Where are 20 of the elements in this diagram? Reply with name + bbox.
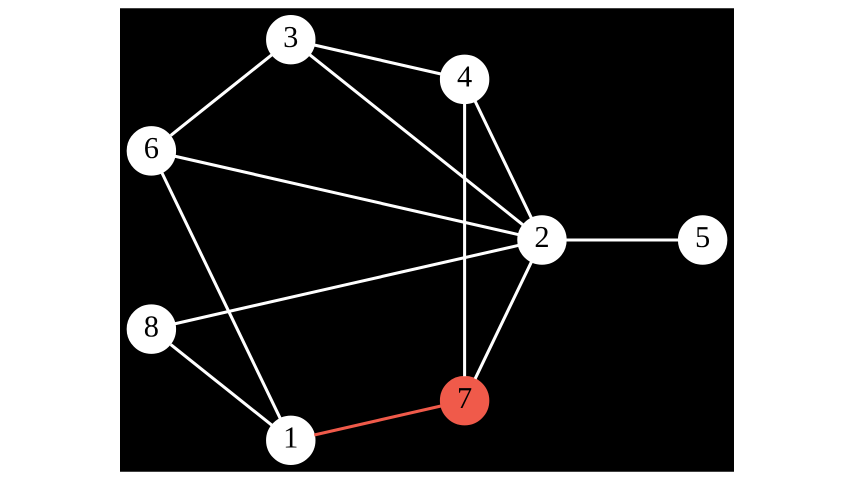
node-circle: 5 <box>678 215 728 265</box>
node-circle: 2 <box>517 215 567 265</box>
connector <box>566 238 679 242</box>
connector <box>174 244 520 326</box>
connector <box>160 172 282 420</box>
connector <box>474 100 533 219</box>
node-circle: 1 <box>266 416 316 466</box>
node-circle: 8 <box>126 304 176 354</box>
connector <box>463 104 466 376</box>
node-circle: 3 <box>266 14 316 64</box>
connector <box>174 154 520 236</box>
connector <box>474 261 533 380</box>
connector <box>314 404 442 436</box>
connector <box>314 44 442 76</box>
connector <box>170 343 273 426</box>
connector <box>170 53 273 137</box>
node-circle: 4 <box>440 54 490 104</box>
node-circle: 7 <box>440 376 490 426</box>
connector <box>308 54 524 226</box>
node-circle: 6 <box>126 126 176 176</box>
